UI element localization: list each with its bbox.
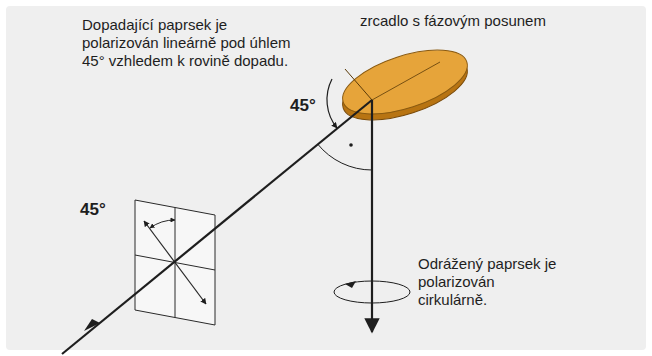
light-beams [62, 79, 410, 354]
note-text: Dopadající paprsek je polarizován lineár… [82, 16, 294, 70]
phase-shift-mirror [335, 37, 475, 133]
note-text: Odrážený paprsek je polarizován cirkulár… [418, 255, 558, 309]
background-panel [6, 6, 646, 350]
part-name: zrcadlo s fázovým posunem [360, 12, 546, 30]
angle-label: 45° [80, 200, 106, 220]
angle-label: 45° [290, 96, 316, 116]
